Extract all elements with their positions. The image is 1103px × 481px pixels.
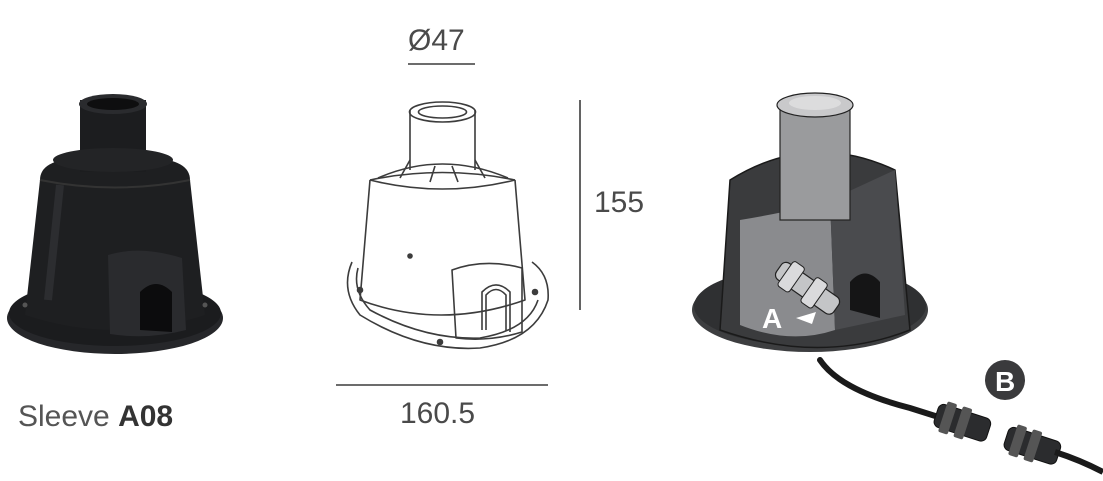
height-label: 155 (594, 186, 645, 219)
technical-drawing (336, 63, 581, 386)
cutaway-illustration: A B (692, 92, 1103, 475)
callout-a: A (762, 303, 782, 334)
product-caption: Sleeve A08 (18, 400, 173, 434)
width-label: 160.5 (400, 397, 476, 430)
caption-prefix: Sleeve (18, 400, 110, 433)
callout-b: B (995, 366, 1015, 397)
sleeve-photo (7, 94, 223, 354)
caption-code: A08 (118, 400, 174, 433)
diameter-label: Ø47 (408, 24, 465, 57)
